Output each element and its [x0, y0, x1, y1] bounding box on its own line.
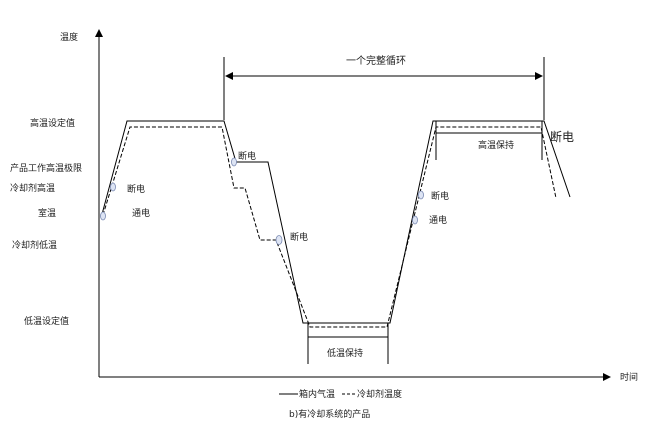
annotation-power-on-1: 通电 — [132, 207, 150, 219]
legend-dashed-label: 冷却剂温度 — [357, 388, 402, 400]
coolant-temp-curve — [102, 126, 557, 328]
y-axis-label: 温度 — [60, 31, 78, 43]
annotation-power-off-1: 断电 — [127, 183, 145, 195]
annotation-power-off-3: 断电 — [290, 231, 308, 243]
caption: b)有冷却系统的产品 — [289, 408, 370, 420]
event-marker-4 — [275, 235, 283, 245]
label-coolant-low: 冷却剂低温 — [12, 239, 57, 251]
air-temp-curve — [100, 120, 571, 324]
annotation-power-on-2: 通电 — [429, 214, 447, 226]
annotation-power-off-2: 断电 — [238, 150, 256, 162]
label-room-temp: 室温 — [38, 207, 56, 219]
label-product-upper-limit: 产品工作高温极限 — [10, 162, 82, 174]
high-hold-label: 高温保持 — [478, 139, 514, 151]
legend-solid-label: 箱内气温 — [299, 388, 335, 400]
label-high-setpoint: 高温设定值 — [30, 117, 75, 129]
low-hold-label: 低温保持 — [327, 347, 363, 359]
annotation-power-off-5: 断电 — [550, 129, 574, 144]
label-coolant-high: 冷却剂高温 — [10, 182, 55, 194]
event-marker-6 — [412, 215, 418, 225]
event-marker-3 — [231, 157, 237, 167]
event-marker-5 — [418, 190, 424, 200]
event-marker-2 — [110, 182, 116, 192]
label-low-setpoint: 低温设定值 — [24, 315, 69, 327]
annotation-power-off-4: 断电 — [431, 190, 449, 202]
full-cycle-label: 一个完整循环 — [346, 54, 406, 67]
x-axis-label: 时间 — [620, 371, 638, 383]
event-marker-1 — [100, 211, 106, 221]
